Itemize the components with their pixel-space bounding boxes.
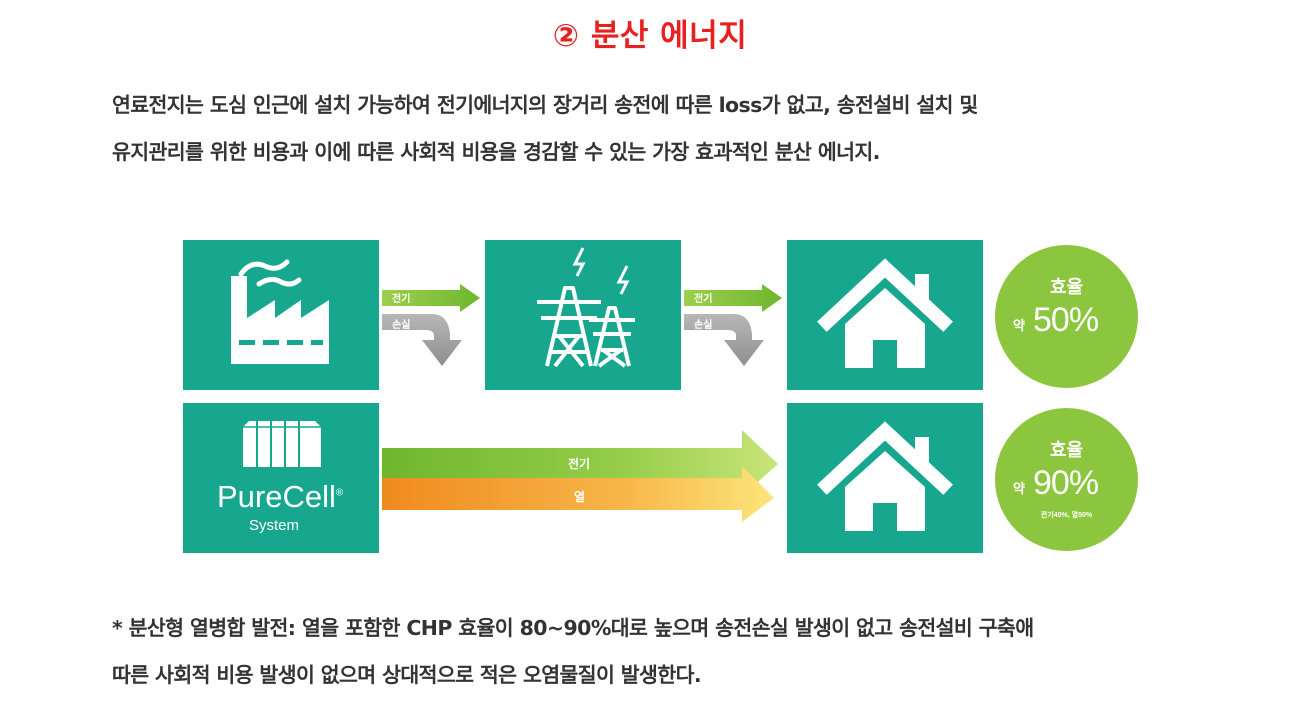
heat-band-shape <box>382 466 774 522</box>
heat-band-label: 열 <box>574 490 586 504</box>
row1-arrow2-electric-label: 전기 <box>694 294 713 305</box>
loss-arrow-shape <box>382 314 462 366</box>
efficiency-percent: 90% <box>1033 464 1099 502</box>
intro-line-2: 유지관리를 위한 비용과 이에 따른 사회적 비용을 경감할 수 있는 가장 효… <box>112 140 880 164</box>
electric-arrow-shape <box>684 284 782 312</box>
approx-label: 약 <box>1013 481 1025 496</box>
footnote-line-1: * 분산형 열병합 발전: 열을 포함한 CHP 효율이 80~90%대로 높으… <box>112 616 1034 640</box>
efficiency-circle-50: 효율 약 50% <box>995 245 1138 388</box>
loss-arrow-shape <box>684 314 764 366</box>
home-tile-2 <box>787 403 983 553</box>
purecell-tile: PureCell® System <box>183 403 379 553</box>
brand-name: PureCell® <box>217 479 344 514</box>
row1-arrow2-loss-label: 손실 <box>694 320 713 331</box>
house-icon <box>817 421 953 531</box>
transmission-tile <box>485 240 681 390</box>
factory-icon <box>231 259 329 364</box>
efficiency-label: 효율 <box>1049 440 1084 460</box>
power-tower-icon <box>537 247 635 368</box>
efficiency-percent: 50% <box>1033 301 1099 339</box>
row1-arrow-2 <box>684 284 782 366</box>
row2-band-arrows <box>382 430 778 522</box>
footnote-line-2: 따른 사회적 비용 발생이 없으며 상대적으로 적은 오염물질이 발생한다. <box>112 663 702 687</box>
approx-label: 약 <box>1013 318 1025 333</box>
electric-band-shape <box>382 430 778 496</box>
power-plant-tile <box>183 240 379 390</box>
efficiency-breakdown: 전기40%, 열50% <box>1040 512 1093 519</box>
home-tile-1 <box>787 240 983 390</box>
electric-band-label: 전기 <box>568 457 591 471</box>
house-icon <box>817 258 953 368</box>
brand-sub: System <box>249 517 300 534</box>
row1-arrow-1 <box>382 284 480 366</box>
section-title: ② 분산 에너지 <box>552 18 748 54</box>
row1-arrow1-electric-label: 전기 <box>392 294 411 305</box>
electric-arrow-shape <box>382 284 480 312</box>
intro-line-1: 연료전지는 도심 인근에 설치 가능하여 전기에너지의 장거리 송전에 따른 l… <box>112 93 978 117</box>
fuel-cell-icon <box>243 421 321 467</box>
intro-paragraph: 연료전지는 도심 인근에 설치 가능하여 전기에너지의 장거리 송전에 따른 l… <box>112 82 1232 176</box>
efficiency-circle-90: 효율 약 90% 전기40%, 열50% <box>995 408 1138 551</box>
footnote: * 분산형 열병합 발전: 열을 포함한 CHP 효율이 80~90%대로 높으… <box>112 605 1232 699</box>
row1-arrow1-loss-label: 손실 <box>392 320 411 331</box>
efficiency-label: 효율 <box>1049 277 1084 297</box>
